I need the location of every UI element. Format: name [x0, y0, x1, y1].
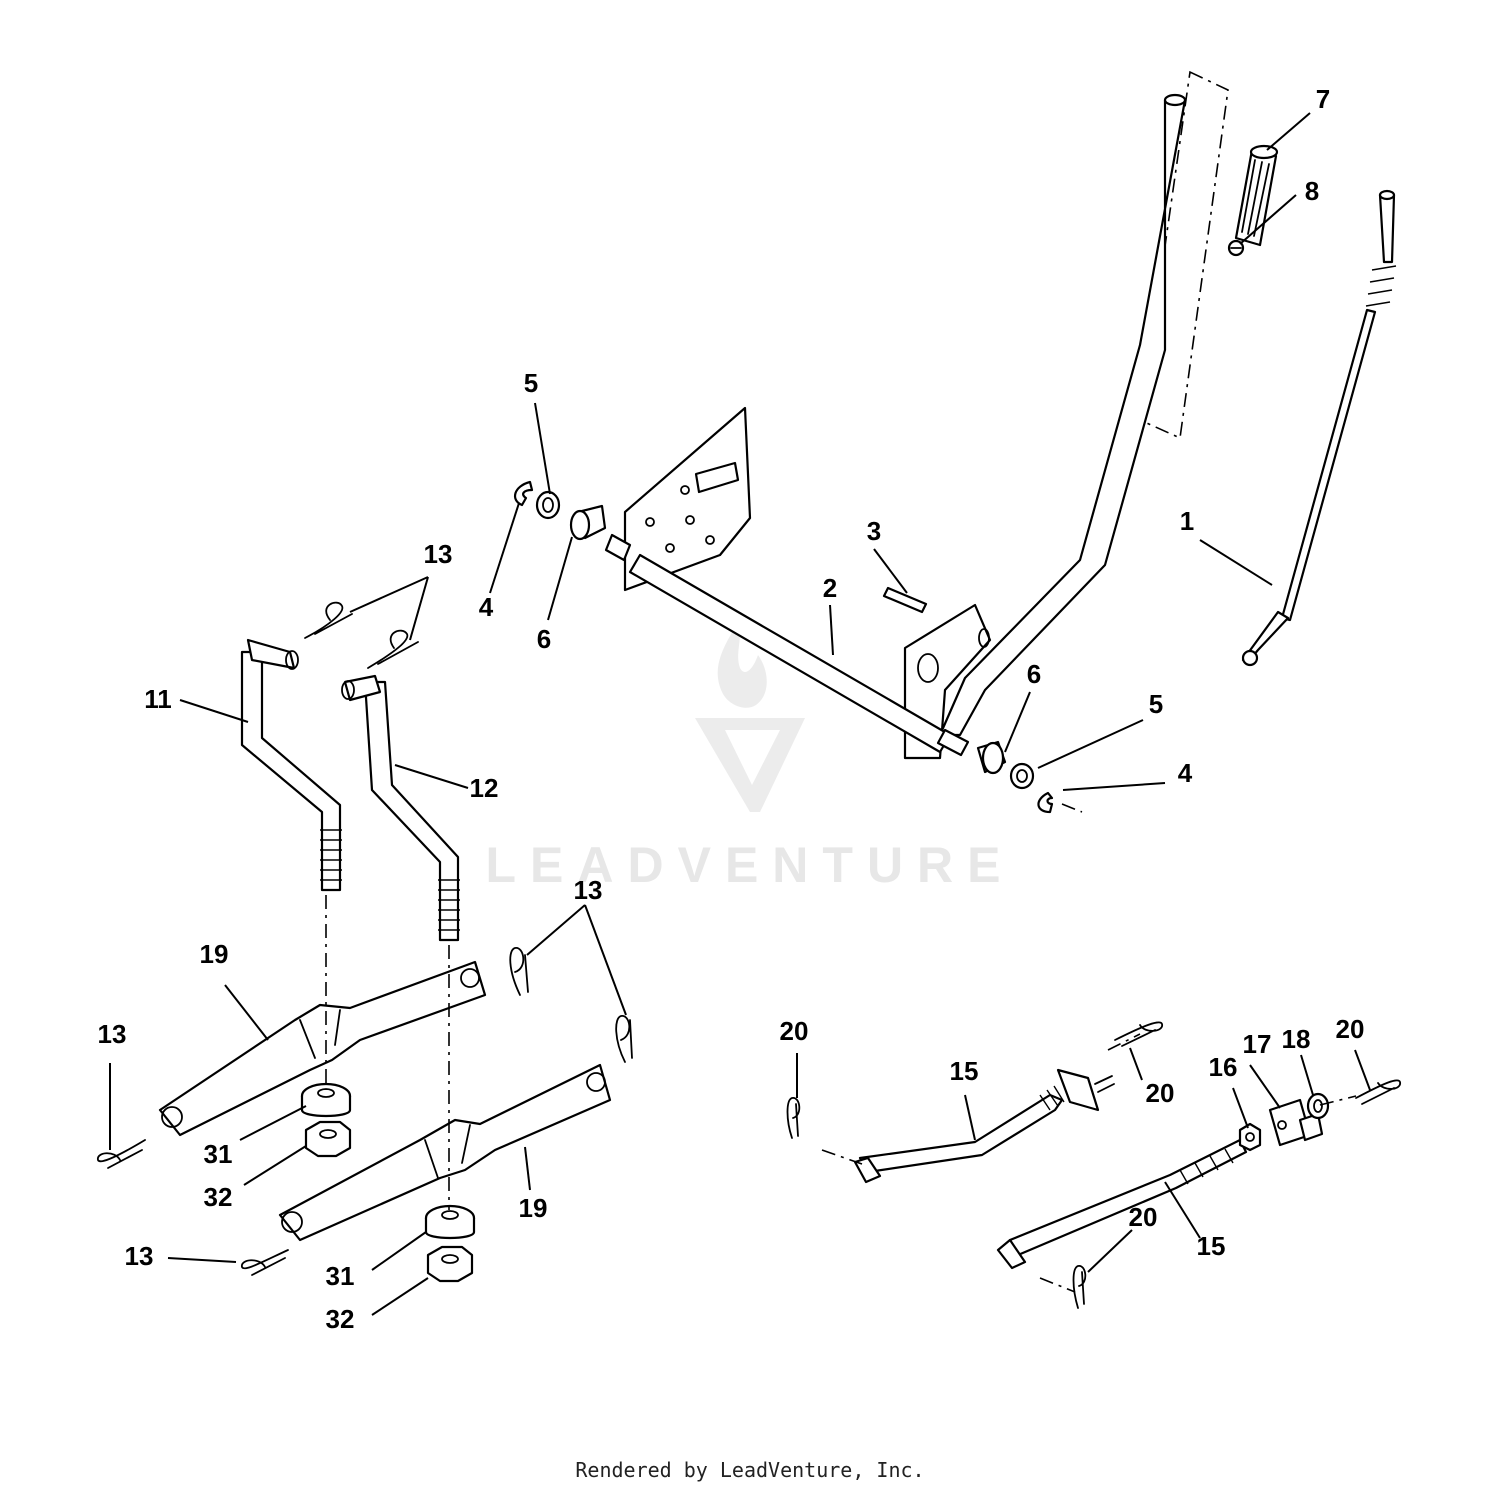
- callout-4-right: 4: [1178, 758, 1193, 788]
- lift-shaft: [628, 553, 952, 754]
- callout-6-right: 6: [1027, 659, 1041, 689]
- callout-12: 12: [470, 773, 499, 803]
- lift-arm-lower: [278, 1063, 612, 1242]
- right-bushing: [976, 740, 1007, 775]
- spacer-upper: [300, 1082, 352, 1118]
- callout-20-right: 20: [1336, 1014, 1365, 1044]
- hairpin-clip-mid-a: [509, 947, 529, 996]
- leader-lines: [109, 112, 1371, 1316]
- callout-13-left: 13: [98, 1019, 127, 1049]
- callout-31-upper: 31: [204, 1139, 233, 1169]
- rod-ferrule-upper: [1056, 1068, 1100, 1112]
- callout-32-lower: 32: [326, 1304, 355, 1334]
- hairpin-clip-low-b: [241, 1249, 289, 1276]
- lift-link-left: [240, 638, 342, 892]
- callout-2: 2: [823, 573, 837, 603]
- trunnion: [1268, 1098, 1324, 1147]
- render-credit-footer: Rendered by LeadVenture, Inc.: [575, 1458, 925, 1482]
- hairpin-clip-mid-b: [615, 1015, 633, 1063]
- clip-20-left: [786, 1097, 801, 1139]
- right-washer: [1009, 762, 1035, 790]
- callout-31-lower: 31: [326, 1261, 355, 1291]
- roll-pin: [882, 586, 928, 614]
- callout-15-lower: 15: [1197, 1231, 1226, 1261]
- callout-13-mid: 13: [574, 875, 603, 905]
- lift-arm-upper: [158, 960, 487, 1137]
- callout-11: 11: [144, 684, 172, 714]
- hairpin-clip-top-b: [367, 629, 419, 669]
- right-e-ring: [1037, 791, 1054, 814]
- jam-nut: [1238, 1122, 1262, 1152]
- callout-20-bottom: 20: [1129, 1202, 1158, 1232]
- clip-20-right: [1355, 1079, 1401, 1105]
- clip-20-upper: [1114, 1021, 1163, 1047]
- lever-grip: [1234, 144, 1279, 247]
- callout-labels: 7 8 1 5 4 6 3 2 13 11 12 6 5 4 13 19 13 …: [98, 84, 1365, 1334]
- lift-shaft-assembly: [604, 406, 970, 757]
- callout-13-top: 13: [424, 539, 453, 569]
- callout-4-left: 4: [479, 592, 494, 622]
- lever-tube-end: [1163, 93, 1187, 107]
- mount-plate: [623, 406, 752, 592]
- callout-20-left: 20: [780, 1016, 809, 1046]
- hairpin-clip-low-a: [97, 1139, 146, 1169]
- grip-screw: [1227, 239, 1245, 257]
- hairpin-clip-top-a: [304, 601, 353, 639]
- watermark: LEADVENTURE: [485, 620, 1014, 893]
- left-washer: [535, 490, 561, 520]
- callout-13-bottom: 13: [125, 1241, 154, 1271]
- callout-15-upper: 15: [950, 1056, 979, 1086]
- left-e-ring: [513, 480, 534, 507]
- callout-19-upper: 19: [200, 939, 229, 969]
- callout-18: 18: [1282, 1024, 1311, 1054]
- lift-cable: [1241, 189, 1397, 667]
- lift-link-right: [341, 674, 460, 942]
- watermark-text: LEADVENTURE: [485, 837, 1014, 893]
- callout-7: 7: [1316, 84, 1330, 114]
- clip-20-bottom: [1072, 1265, 1087, 1309]
- hex-nut-lower: [426, 1245, 474, 1283]
- callout-20-upper: 20: [1146, 1078, 1175, 1108]
- lever-pivot-bracket: [903, 603, 992, 760]
- callout-1: 1: [1180, 506, 1194, 536]
- left-bushing: [569, 504, 607, 541]
- callout-16: 16: [1209, 1052, 1238, 1082]
- locknut: [1306, 1092, 1330, 1120]
- callout-32-upper: 32: [204, 1182, 233, 1212]
- deck-rod-lower: [996, 1138, 1248, 1270]
- lift-lever-assembly: [903, 70, 1229, 760]
- callout-6-left: 6: [537, 624, 551, 654]
- callout-17: 17: [1243, 1029, 1272, 1059]
- callout-5-right: 5: [1149, 689, 1163, 719]
- callout-5-left: 5: [524, 368, 538, 398]
- hex-nut-upper: [304, 1120, 352, 1158]
- spacer-lower: [424, 1204, 476, 1240]
- callout-19-lower: 19: [519, 1193, 548, 1223]
- callout-8: 8: [1305, 176, 1319, 206]
- callout-3: 3: [867, 516, 881, 546]
- deck-rod-upper: [853, 1068, 1115, 1184]
